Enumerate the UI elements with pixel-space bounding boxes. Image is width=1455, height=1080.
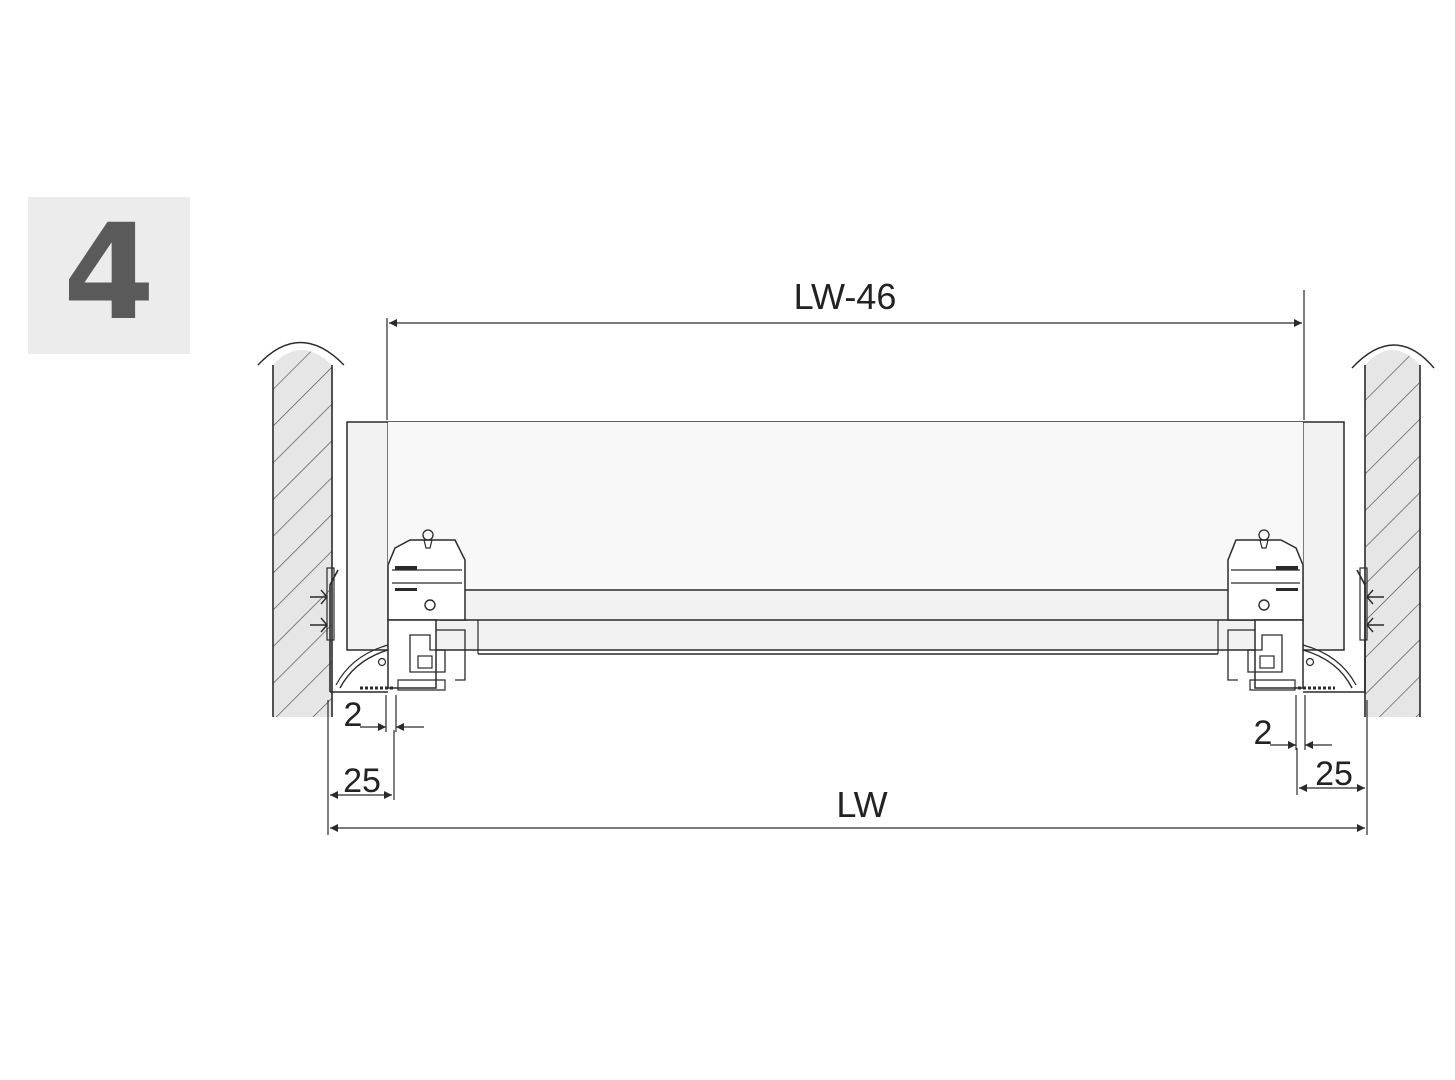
step-number: 4	[63, 195, 155, 350]
right-drawer-runner-icon	[1227, 529, 1368, 693]
left-drawer-runner-icon	[326, 529, 466, 693]
label-offset-left: 25	[343, 762, 381, 800]
label-gap-right: 2	[1254, 714, 1273, 752]
dimension-inner-width: LW-46	[386, 276, 1305, 420]
dimension-offset-left: 25	[330, 730, 395, 800]
dimension-offset-right: 25	[1296, 748, 1365, 795]
drawer-front-panel	[346, 421, 1345, 655]
dimension-gap-left: 2	[344, 695, 424, 734]
left-cabinet-wall-icon	[257, 341, 345, 717]
label-gap-left: 2	[344, 696, 363, 734]
label-offset-right: 25	[1315, 755, 1353, 793]
dimension-total-width: LW	[327, 700, 1368, 835]
right-mounting-screw-icon	[1366, 589, 1384, 633]
step-badge: 4	[28, 197, 190, 354]
label-total-width: LW	[836, 784, 887, 825]
label-inner-width: LW-46	[794, 276, 897, 317]
dimension-gap-right: 2	[1254, 695, 1332, 752]
left-mounting-screw-icon	[310, 589, 328, 633]
